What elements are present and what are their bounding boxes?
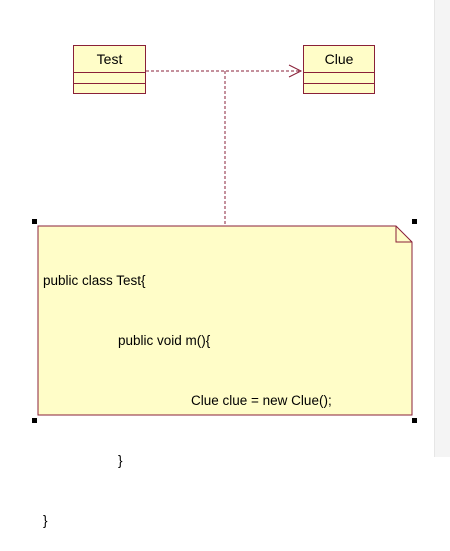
class-attributes-clue bbox=[304, 73, 374, 84]
class-operations-clue bbox=[304, 84, 374, 94]
selection-handle-bottom-right[interactable] bbox=[412, 418, 417, 423]
selection-handle-top-right[interactable] bbox=[412, 219, 417, 224]
dependency-arrowhead bbox=[288, 64, 303, 78]
note-line: } bbox=[118, 453, 123, 468]
note-code-text: public class Test{ public void m(){ Clue… bbox=[43, 231, 332, 551]
note-line: Clue clue = new Clue(); bbox=[191, 393, 332, 408]
note-line: public class Test{ bbox=[43, 273, 146, 288]
note-fold-corner bbox=[395, 226, 412, 243]
note-line: } bbox=[43, 513, 48, 528]
note-line: public void m(){ bbox=[118, 333, 211, 348]
class-box-test[interactable]: Test bbox=[73, 45, 146, 94]
class-name-clue: Clue bbox=[304, 46, 374, 73]
class-attributes-test bbox=[74, 73, 145, 84]
class-box-clue[interactable]: Clue bbox=[303, 45, 375, 94]
diagram-canvas bbox=[32, 64, 417, 423]
note-shape[interactable] bbox=[37, 225, 413, 416]
canvas-edge-scrollbar bbox=[434, 0, 450, 457]
class-operations-test bbox=[74, 84, 145, 94]
class-name-test: Test bbox=[74, 46, 145, 73]
selection-handle-bottom-left[interactable] bbox=[32, 418, 37, 423]
selection-handle-top-left[interactable] bbox=[32, 219, 37, 224]
